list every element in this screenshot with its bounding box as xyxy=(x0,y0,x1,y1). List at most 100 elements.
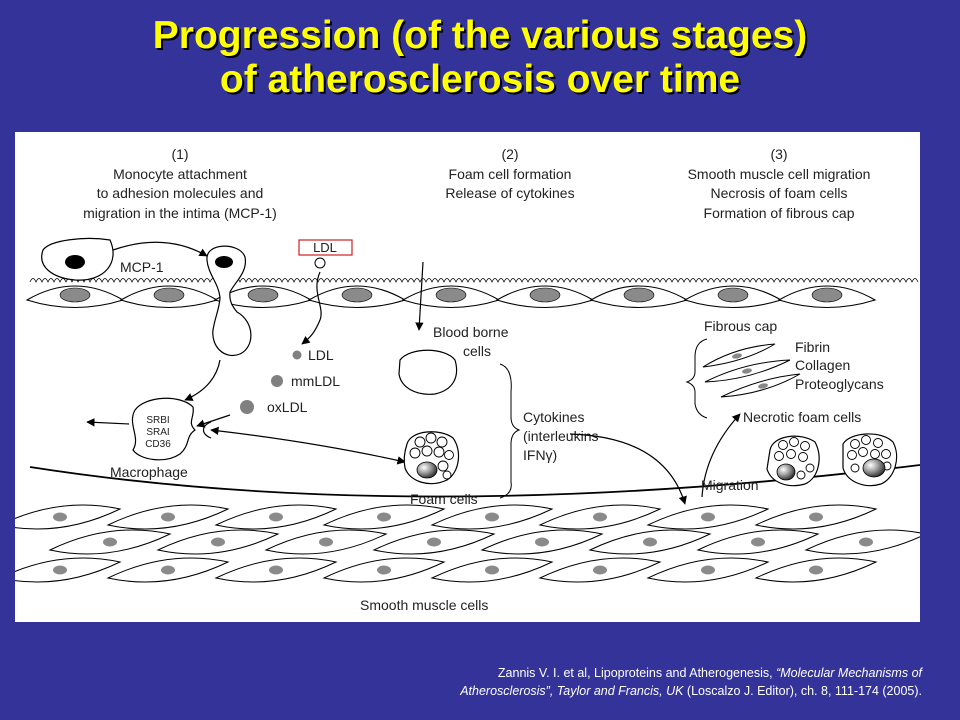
stage-2-header: (2) Foam cell formation Release of cytok… xyxy=(445,146,574,201)
smooth-muscle-nucleus xyxy=(269,565,283,575)
smooth-muscle-nucleus xyxy=(701,512,715,522)
endothelial-nucleus xyxy=(623,287,655,303)
stage-2-number: (2) xyxy=(501,146,518,162)
stage-1-line-3: migration in the intima (MCP-1) xyxy=(83,205,277,221)
smooth-muscle-nucleus xyxy=(701,565,715,575)
endothelial-nucleus xyxy=(341,287,373,303)
stage-2-line-2: Release of cytokines xyxy=(445,185,574,201)
title-line-2: of atherosclerosis over time xyxy=(219,58,741,101)
endothelial-nucleus xyxy=(435,287,467,303)
oxldl-label: oxLDL xyxy=(267,399,308,415)
macrophage xyxy=(131,397,196,461)
ldl-entry-arrow xyxy=(301,271,322,345)
fibrous-cap-label: Fibrous cap xyxy=(704,318,777,334)
blood-borne-label-1: Blood borne xyxy=(433,324,509,340)
ldl-box xyxy=(298,239,353,256)
necrotic-label: Necrotic foam cells xyxy=(743,409,861,425)
smooth-muscle-nucleus xyxy=(593,565,607,575)
mcp1-label: MCP-1 xyxy=(120,259,164,275)
stage-3-line-2: Necrosis of foam cells xyxy=(711,185,848,201)
endothelial-nucleus xyxy=(717,287,749,303)
smooth-muscle-nucleus xyxy=(161,512,175,522)
diagram-panel: (1) Monocyte attachment to adhesion mole… xyxy=(15,132,920,622)
ldl-particle-lumen xyxy=(314,257,326,269)
necrotic-foam-cell-2 xyxy=(842,433,898,487)
stage-3-header: (3) Smooth muscle cell migration Necrosi… xyxy=(688,146,871,221)
endothelial-nucleus xyxy=(811,287,843,303)
citation-line-2: Atherosclerosis”, Taylor and Francis, UK… xyxy=(300,682,922,700)
smooth-muscle-nucleus xyxy=(319,537,333,547)
necrotic-foam-cell-1 xyxy=(766,435,820,487)
ldl-box-label: LDL xyxy=(313,240,337,255)
oxldl-dot xyxy=(240,400,254,414)
stage-3-number: (3) xyxy=(770,146,787,162)
smooth-muscle-layer xyxy=(15,504,920,583)
oxldl-uptake-arrow xyxy=(196,414,231,428)
receptor-cd36: CD36 xyxy=(145,439,171,450)
fibrin-label: Fibrin xyxy=(795,339,830,355)
stage-2-line-1: Foam cell formation xyxy=(449,166,572,182)
smooth-muscle-nucleus xyxy=(485,565,499,575)
monocyte-nucleus xyxy=(65,255,85,269)
mmldl-label: mmLDL xyxy=(291,373,340,389)
blood-borne-cell xyxy=(398,349,458,395)
atherosclerosis-diagram: (1) Monocyte attachment to adhesion mole… xyxy=(15,146,920,613)
cytokines-bracket xyxy=(499,363,521,499)
smooth-muscle-nucleus xyxy=(377,565,391,575)
mmldl-dot xyxy=(271,375,283,387)
migration-label: Migration xyxy=(701,477,759,493)
smooth-muscle-nucleus xyxy=(161,565,175,575)
fibrous-cap-cells xyxy=(702,343,801,398)
blood-borne-label-2: cells xyxy=(463,343,491,359)
migration-arrow xyxy=(701,413,741,498)
stage-3-line-3: Formation of fibrous cap xyxy=(704,205,855,221)
attachment-arrow xyxy=(112,241,208,257)
smooth-muscle-nucleus xyxy=(593,512,607,522)
smooth-muscle-nucleus xyxy=(751,537,765,547)
foam-cells-label: Foam cells xyxy=(410,491,478,507)
smooth-muscle-nucleus xyxy=(103,537,117,547)
receptor-srbi: SRBI xyxy=(146,415,169,426)
monocyte-to-macrophage-arrow xyxy=(184,359,221,401)
stage-1-line-2: to adhesion molecules and xyxy=(97,185,264,201)
smooth-muscle-nucleus xyxy=(377,512,391,522)
macrophage-foam-arrow xyxy=(210,426,406,465)
smooth-muscle-nucleus xyxy=(535,537,549,547)
stage-3-line-1: Smooth muscle cell migration xyxy=(688,166,871,182)
smooth-muscle-nucleus xyxy=(53,565,67,575)
smooth-muscle-nucleus xyxy=(269,512,283,522)
endothelial-cilia xyxy=(29,278,919,283)
smooth-muscle-label: Smooth muscle cells xyxy=(360,597,488,613)
citation-details: (Loscalzo J. Editor), ch. 8, 111-174 (20… xyxy=(683,684,922,698)
endothelial-nucleus xyxy=(59,287,91,303)
blood-borne-arrow xyxy=(415,261,424,331)
migrating-monocyte-nucleus xyxy=(215,256,233,268)
cytokine-arrow xyxy=(569,433,687,505)
stage-1-line-1: Monocyte attachment xyxy=(113,166,247,182)
endothelial-nucleus xyxy=(153,287,185,303)
slide-title: Progression (of the various stages) of a… xyxy=(0,14,960,102)
smooth-muscle-nucleus xyxy=(211,537,225,547)
migrating-monocyte xyxy=(206,245,252,356)
citation-book-title-1: “Molecular Mechanisms of xyxy=(776,666,922,680)
ldl-dot xyxy=(292,350,302,360)
collagen-label: Collagen xyxy=(795,357,850,373)
smooth-muscle-cell xyxy=(15,504,122,530)
citation-book-title-2: Atherosclerosis”, Taylor and Francis, UK xyxy=(460,684,684,698)
stage-1-number: (1) xyxy=(171,146,188,162)
smooth-muscle-nucleus xyxy=(809,565,823,575)
cilia-line xyxy=(29,278,919,283)
proteoglycans-label: Proteoglycans xyxy=(795,376,884,392)
efflux-arrow xyxy=(86,418,130,427)
endothelial-layer xyxy=(25,285,877,309)
smooth-muscle-cell xyxy=(15,557,122,583)
fibrous-cap-bracket xyxy=(685,338,708,419)
macrophage-receptor-cup xyxy=(202,421,212,439)
smooth-muscle-nucleus xyxy=(809,512,823,522)
cytokines-label-2: (interleukins xyxy=(523,428,598,444)
citation: Zannis V. I. et al, Lipoproteins and Ath… xyxy=(300,664,922,700)
citation-authors: Zannis V. I. et al, Lipoproteins and Ath… xyxy=(497,666,777,680)
stage-1-header: (1) Monocyte attachment to adhesion mole… xyxy=(83,146,277,221)
title-line-1: Progression (of the various stages) xyxy=(152,14,808,57)
endothelial-nucleus xyxy=(529,287,561,303)
